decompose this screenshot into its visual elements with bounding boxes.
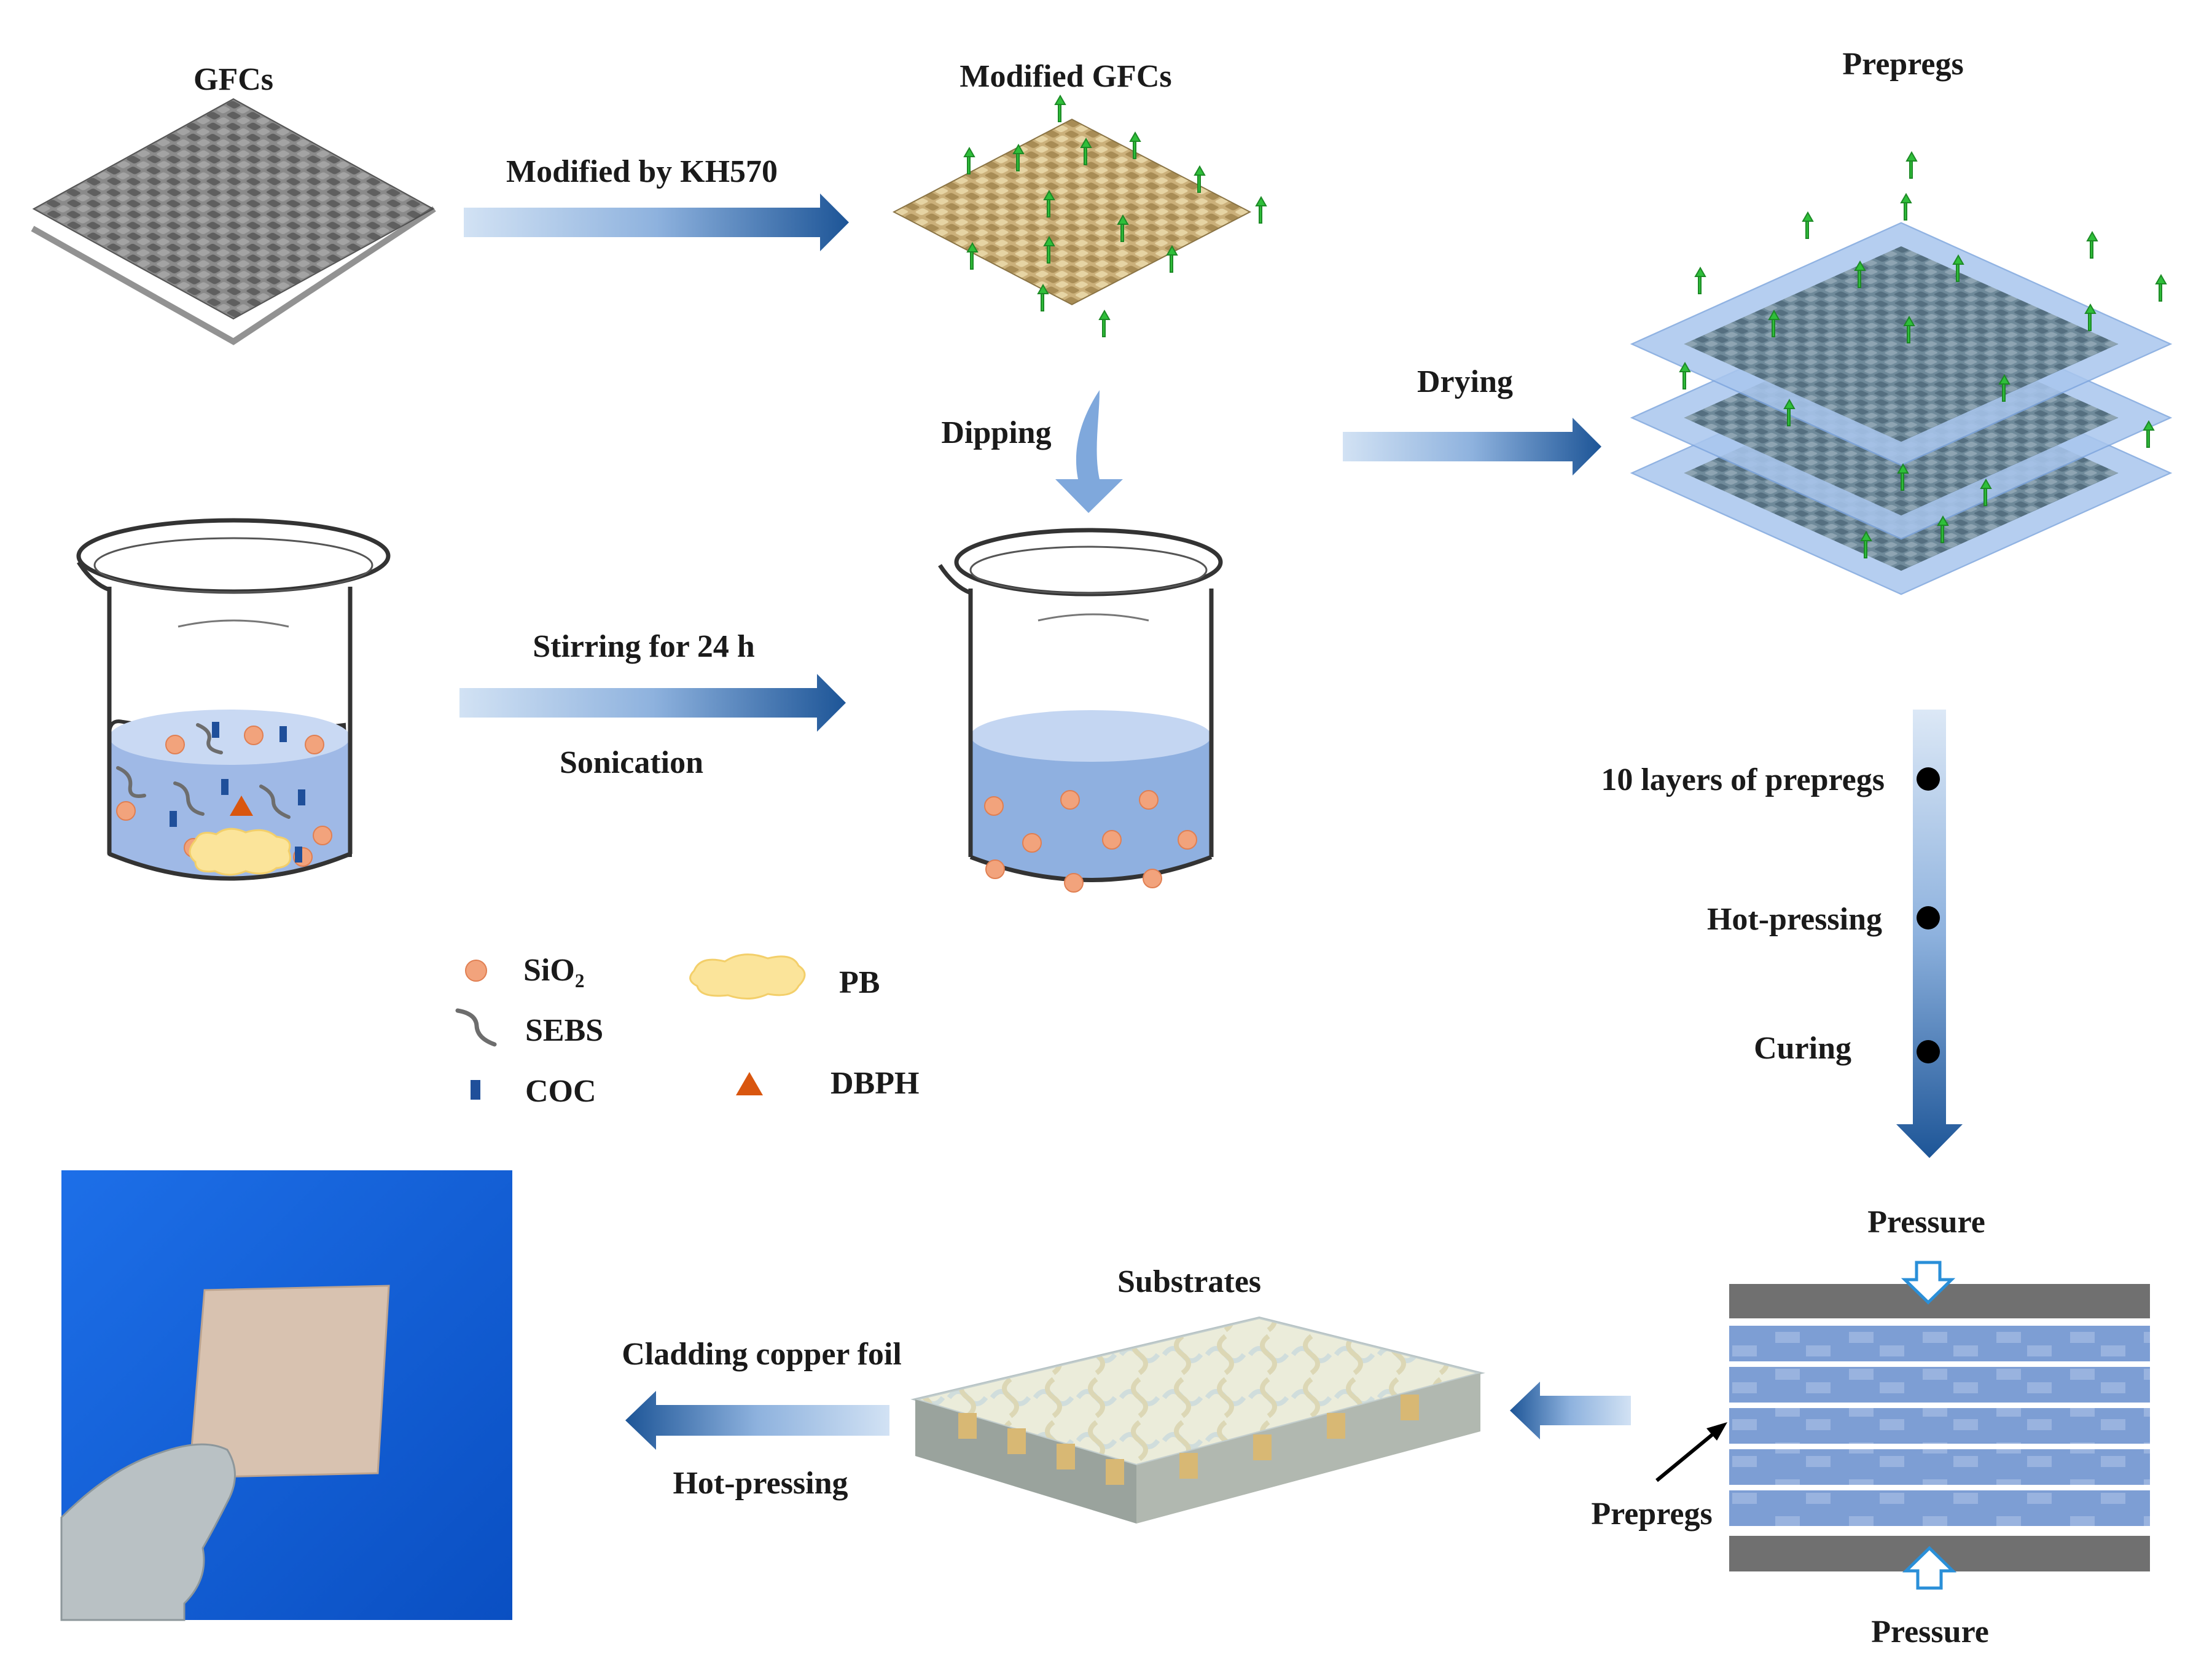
prepreg-layers — [1729, 1326, 2150, 1526]
arrow-to-substrates — [1510, 1382, 1631, 1439]
prepregs-stack-icon — [1630, 151, 2173, 595]
copper-sheet-icon — [188, 1285, 390, 1479]
pointer-arrow — [1655, 1426, 1721, 1482]
arrow-drying — [1343, 418, 1601, 475]
label-substrates: Substrates — [1117, 1264, 1262, 1299]
glove-hand-icon — [60, 1443, 236, 1621]
label-stirring: Stirring for 24 h — [533, 629, 755, 664]
beaker-icon-2 — [938, 528, 1223, 893]
pb-legend-icon — [689, 953, 806, 1000]
legend-pb: PB — [839, 965, 880, 1000]
sebs-legend-icon — [455, 1008, 497, 1047]
label-gfcs: GFCs — [193, 62, 273, 97]
modified-fabric-icon — [892, 94, 1267, 337]
process-dot-layers — [1917, 767, 1940, 791]
woven-fabric-icon — [31, 98, 436, 345]
label-cladding: Cladding copper foil — [622, 1337, 902, 1372]
substrate-block-icon — [910, 1316, 1485, 1524]
label-modified-by: Modified by KH570 — [506, 154, 778, 189]
pressure-arrow-icon — [1901, 1261, 1956, 1305]
pressure-arrow-icon-bottom — [1902, 1546, 1957, 1590]
press-assembly — [1655, 1261, 2150, 1590]
label-prepregs-bottom: Prepregs — [1591, 1497, 1713, 1532]
arrow-stirring — [459, 674, 846, 732]
legend-sebs: SEBS — [525, 1013, 604, 1048]
arrow-modified-by — [464, 194, 849, 251]
label-layers: 10 layers of prepregs — [1601, 762, 1885, 797]
arrow-process-down — [1896, 710, 1963, 1158]
label-sonication: Sonication — [559, 745, 704, 780]
process-dot-hotpress — [1917, 906, 1940, 929]
legend-sio2: SiO2 — [523, 953, 585, 992]
arrow-dipping — [1055, 390, 1123, 513]
label-dipping: Dipping — [941, 415, 1052, 450]
copper-clad-photo — [60, 1170, 512, 1621]
arrow-cladding — [625, 1391, 889, 1450]
sio2-legend-icon — [465, 960, 487, 982]
label-curing: Curing — [1754, 1031, 1851, 1066]
process-dot-curing — [1917, 1040, 1940, 1063]
label-prepregs-top: Prepregs — [1842, 47, 1964, 82]
legend-dbph: DBPH — [830, 1066, 920, 1101]
coc-legend-icon — [471, 1080, 480, 1100]
label-hot-pressing-bottom: Hot-pressing — [673, 1466, 848, 1501]
label-pressure-top: Pressure — [1867, 1205, 1985, 1240]
label-modified-gfcs: Modified GFCs — [959, 59, 1172, 94]
label-hot-pressing-right: Hot-pressing — [1706, 902, 1882, 937]
beaker-icon — [76, 518, 391, 881]
label-drying: Drying — [1417, 364, 1513, 399]
legend-coc: COC — [525, 1074, 596, 1109]
label-pressure-bottom: Pressure — [1871, 1614, 1989, 1649]
dbph-legend-icon — [736, 1072, 763, 1095]
